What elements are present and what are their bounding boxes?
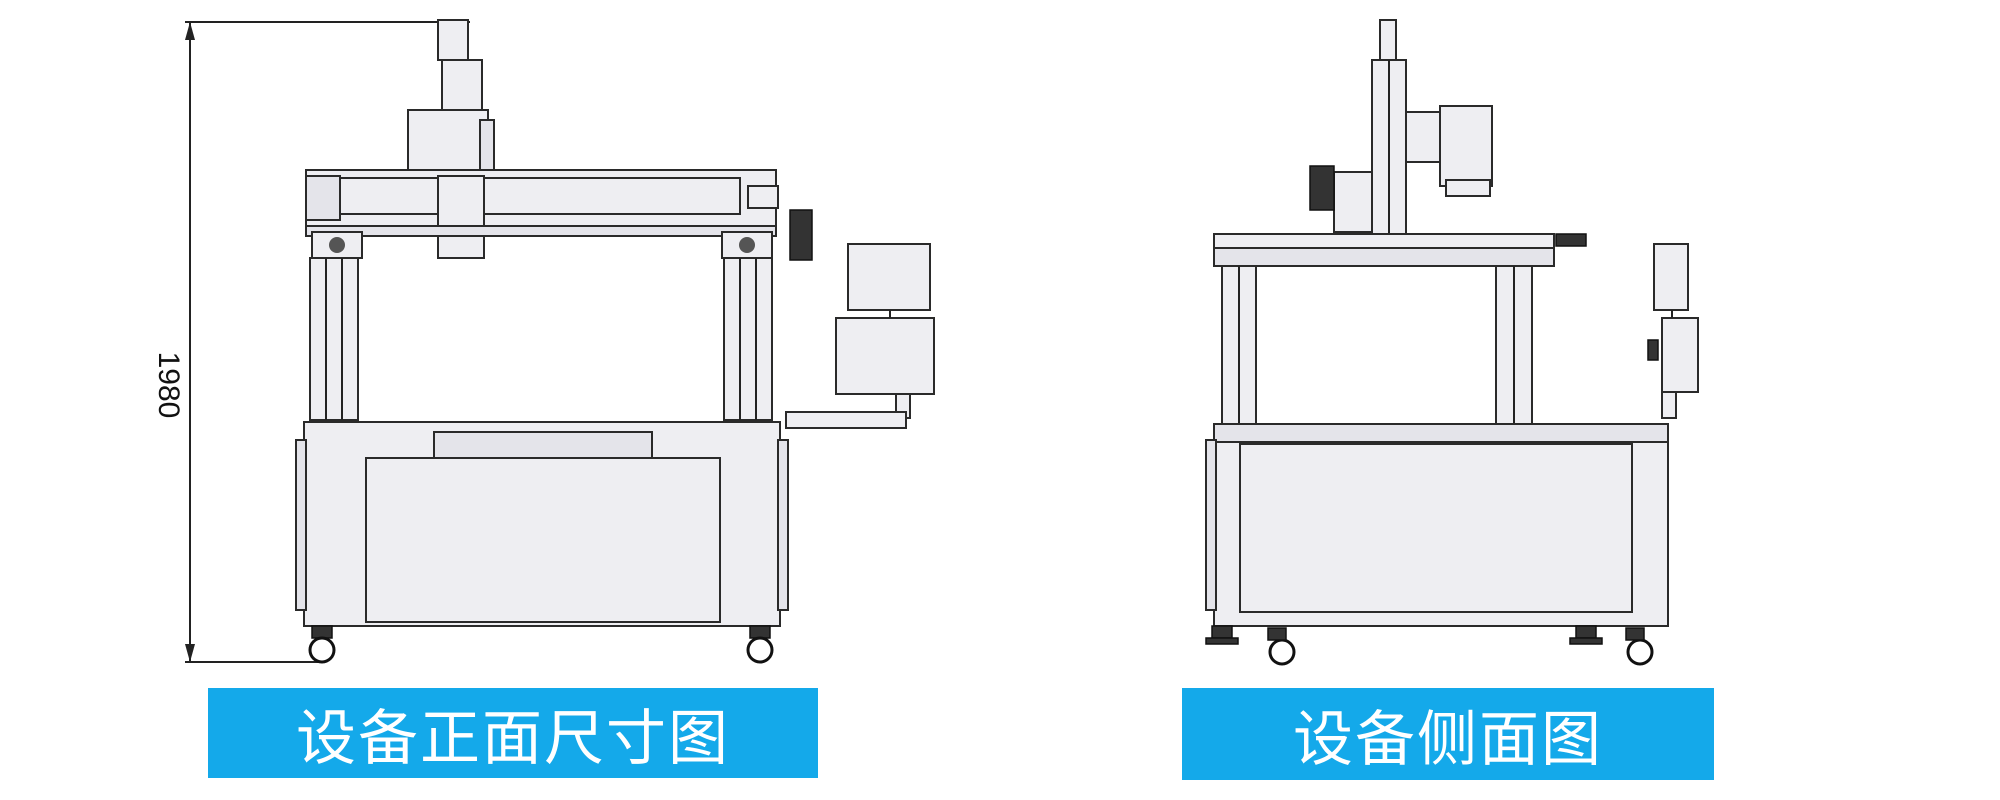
front-columns	[309, 257, 773, 421]
side-monitor	[1647, 243, 1699, 419]
front-view-caption: 设备正面尺寸图	[208, 688, 818, 778]
front-base-cabinet	[295, 421, 789, 627]
gantry-beam	[305, 169, 779, 259]
side-casters	[1205, 625, 1654, 666]
side-legs	[1221, 265, 1533, 427]
side-view-caption: 设备侧面图	[1182, 688, 1714, 780]
side-top-table	[1213, 233, 1587, 267]
front-monitor	[785, 243, 935, 429]
side-vertical-column	[1309, 19, 1493, 237]
side-base-cabinet	[1205, 423, 1669, 627]
height-dimension-line	[185, 21, 470, 663]
front-view-caption-text: 设备正面尺寸图	[296, 703, 730, 774]
side-view-caption-text: 设备侧面图	[1293, 704, 1603, 775]
height-dimension-label: 1980	[152, 351, 185, 419]
front-casters	[308, 625, 774, 664]
